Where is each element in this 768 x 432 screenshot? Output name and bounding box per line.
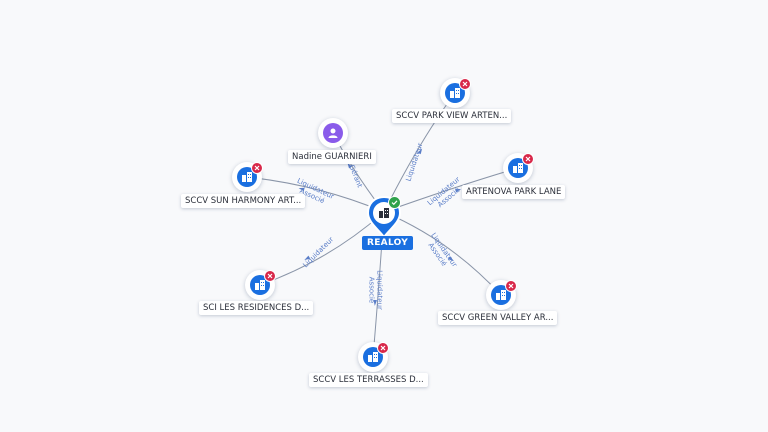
edge-label-residences: Liquidateur xyxy=(301,235,335,269)
node-artenova-circle[interactable] xyxy=(503,153,534,183)
edge-arrow-artenova xyxy=(455,189,462,193)
closed-badge-icon xyxy=(251,162,263,174)
node-residences-label: SCI LES RESIDENCES D... xyxy=(199,301,314,315)
edge-label-park_view: Liquidateur xyxy=(405,142,425,182)
center-node-label[interactable]: REALOY xyxy=(362,236,414,250)
edge-arrow-park_view xyxy=(417,148,423,155)
node-terrasses-circle[interactable] xyxy=(358,342,389,372)
node-terrasses-label: SCCV LES TERRASSES D... xyxy=(309,373,428,387)
edge-label-terrasses: Associé xyxy=(368,277,376,303)
center-node[interactable] xyxy=(366,195,402,241)
person-icon xyxy=(323,123,343,143)
closed-badge-icon xyxy=(264,270,276,282)
closed-badge-icon xyxy=(522,153,534,165)
node-sun-harmony-label: SCCV SUN HARMONY ART... xyxy=(181,194,306,208)
active-badge-icon xyxy=(388,196,401,209)
node-green-valley-label: SCCV GREEN VALLEY AR... xyxy=(438,311,558,325)
node-nadine-label: Nadine GUARNIERI xyxy=(288,150,376,164)
node-park-view-circle[interactable] xyxy=(440,78,471,108)
node-green-valley-circle[interactable] xyxy=(486,280,517,310)
closed-badge-icon xyxy=(459,78,471,90)
edge-label-terrasses: Liquidateur xyxy=(376,270,384,310)
closed-badge-icon xyxy=(505,280,517,292)
node-park-view-label: SCCV PARK VIEW ARTEN... xyxy=(392,109,512,123)
edge-label-nadine: Gérant xyxy=(347,164,364,190)
edge-arrow-nadine xyxy=(347,162,353,169)
node-sun-harmony-circle[interactable] xyxy=(232,162,263,192)
edge-arrow-terrasses xyxy=(373,299,377,306)
node-residences-circle[interactable] xyxy=(245,270,276,300)
edge-arrow-green_valley xyxy=(448,256,454,262)
node-artenova-label: ARTENOVA PARK LANE xyxy=(462,185,566,199)
edge-arrow-sun_harmony xyxy=(298,187,305,192)
closed-badge-icon xyxy=(377,342,389,354)
node-nadine-circle[interactable] xyxy=(318,118,348,148)
edge-arrow-residences xyxy=(304,255,311,261)
